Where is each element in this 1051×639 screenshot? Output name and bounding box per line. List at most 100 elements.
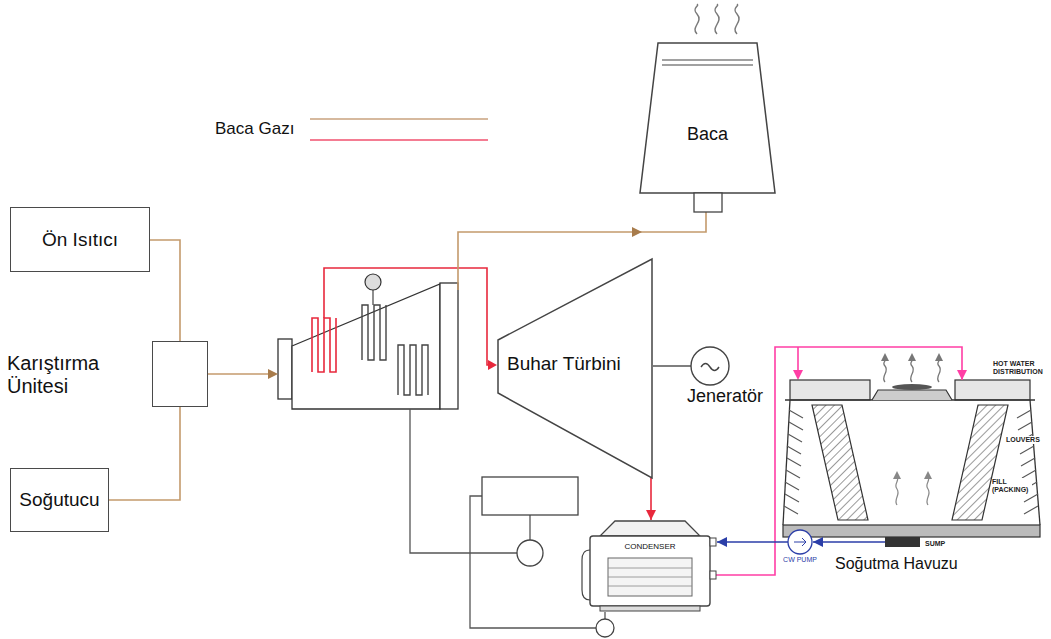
cooling-tower-part	[786, 470, 800, 478]
boiler-part	[372, 290, 373, 305]
feedwater-tank-part	[482, 477, 578, 515]
hot-water-branch	[793, 347, 803, 380]
steam-turbine: Buhar Türbini	[497, 258, 653, 478]
part-label: FILL (PACKING)	[992, 478, 1032, 493]
node-label: Soğutucu	[19, 489, 99, 511]
generator-outline	[680, 346, 770, 408]
cooling-tower-part	[787, 458, 801, 466]
steam-pipe-part	[324, 268, 489, 365]
pipe-connector	[717, 541, 788, 543]
cooling-tower-part	[1017, 410, 1031, 418]
feed-pump-part	[596, 619, 614, 637]
condenser-shape	[600, 606, 700, 611]
steam-turbine-shape	[498, 259, 652, 478]
boiler-part	[312, 318, 336, 372]
feedwater-pipe-part	[470, 496, 596, 628]
legend-line	[310, 119, 488, 140]
cooling-tower-part	[1030, 400, 1040, 525]
cooling-tower-part	[893, 471, 901, 479]
process-box: Ön Isıtıcı	[10, 207, 150, 272]
cooling-tower-part	[783, 525, 1040, 537]
cooling-tower-part	[952, 405, 1008, 520]
hot-water-branch-part	[793, 370, 803, 380]
chimney-shape	[662, 64, 753, 65]
pipe-connector	[653, 365, 691, 367]
cooling-tower	[783, 353, 1040, 547]
boiler	[278, 274, 458, 409]
chimney-smoke-part	[695, 4, 699, 34]
cooling-tower-part	[892, 384, 932, 390]
cw-pump-shape	[794, 538, 806, 546]
node-label: Baca	[640, 124, 775, 145]
cooling-tower-part	[938, 358, 941, 382]
condenser-shape	[710, 538, 716, 546]
cooling-tower-part	[881, 353, 889, 361]
chimney-shape	[694, 193, 722, 212]
cooling-tower-part	[911, 358, 914, 382]
node-label: Jeneratör	[680, 386, 770, 407]
condenser-shape	[608, 586, 692, 587]
cooling-tower: Soğutma Havuzu	[770, 375, 1045, 575]
node-label: Soğutma Havuzu	[835, 555, 1025, 573]
steam-pipe	[324, 268, 497, 370]
cw-pump-outline	[780, 530, 820, 570]
chimney-outline	[640, 38, 775, 212]
condenser-shape	[608, 577, 692, 578]
chimney-shape	[662, 59, 753, 60]
cooling-tower-part	[927, 477, 929, 505]
cooling-tower-part	[896, 477, 898, 505]
flue-gas-pipe-part	[632, 227, 642, 237]
chimney-shape	[640, 43, 775, 193]
flue-gas-pipe	[208, 212, 706, 379]
legend-label: Baca Gazı	[215, 119, 294, 139]
cooling-tower-part	[1023, 482, 1037, 490]
part-label: SUMP	[925, 540, 955, 548]
cooling-tower-part	[785, 494, 799, 502]
cooling-tower-part	[1019, 434, 1033, 442]
part-label: LOUVERS	[1006, 436, 1044, 444]
cooling-tower-part	[1020, 446, 1034, 454]
boiler-part	[365, 274, 381, 290]
feedwater-pipe-part	[529, 515, 530, 540]
pipe-connector	[650, 478, 652, 520]
cooling-tower-part	[812, 405, 868, 520]
feedwater-pipe	[410, 409, 605, 628]
process-box: Soğutucu	[10, 468, 109, 532]
condenser-shape	[582, 550, 590, 600]
generator-shape	[701, 364, 719, 371]
condenser-shape	[608, 568, 692, 569]
generator-shape	[691, 347, 729, 385]
cooling-tower-part	[885, 537, 920, 547]
condenser: CONDENSER	[580, 520, 720, 612]
cooling-tower-part	[787, 446, 801, 454]
cooling-tower-part	[788, 434, 802, 442]
node-label: Buhar Türbini	[507, 353, 647, 375]
chimney-smoke-part	[715, 4, 719, 34]
feed-pump-part	[517, 540, 543, 566]
legend-line-part	[310, 118, 488, 120]
condenser-shape	[710, 571, 716, 579]
cooling-tower-part	[955, 380, 1030, 400]
feedwater-tank	[482, 477, 578, 515]
cooling-tower-part	[784, 506, 798, 514]
boiler-part	[440, 283, 458, 409]
flue-gas-pipe-part	[268, 369, 278, 379]
boiler-part	[362, 305, 386, 360]
part-label: HOT WATER DISTRIBUTION	[993, 360, 1045, 375]
chimney: Baca	[640, 38, 775, 212]
cw-pump: CW PUMP	[780, 530, 820, 570]
pipe-connector	[109, 407, 180, 500]
boiler-part	[292, 284, 440, 409]
legend-line-part	[310, 139, 488, 141]
flue-gas-pipe-part	[208, 373, 270, 375]
pipe-connector	[813, 541, 885, 543]
cooling-tower-part	[1018, 422, 1032, 430]
cooling-tower-part	[789, 410, 803, 418]
cooling-tower-part	[924, 471, 932, 479]
cooling-tower-part	[785, 482, 799, 490]
cooling-tower-part	[1021, 458, 1035, 466]
cooling-tower-part	[1024, 506, 1038, 514]
condenser-shape	[590, 536, 710, 606]
